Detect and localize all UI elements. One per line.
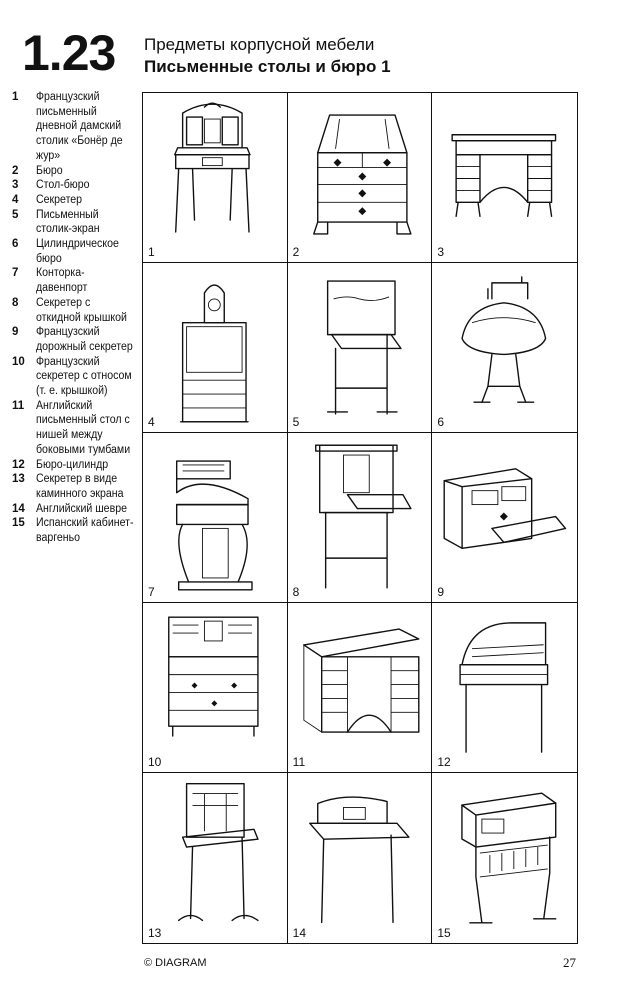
legend-item: 15 Испанский кабинет-варгеньо: [12, 516, 142, 545]
legend-number: 14: [12, 502, 25, 515]
legend-number: 1: [12, 91, 19, 103]
legend-text: Французский дорожный секретер: [36, 326, 133, 353]
legend-number: 9: [12, 326, 19, 339]
legend-item: 7 Конторка-давенпорт: [12, 266, 142, 295]
figure-number: 11: [292, 755, 306, 769]
section-number: 1.23: [22, 25, 116, 81]
grid-cell: 8: [287, 433, 433, 603]
legend-item: 8 Секретер с откидной крышкой: [12, 296, 142, 325]
legend-number: 6: [12, 238, 19, 251]
grid-cell: 14: [288, 773, 433, 943]
section-subtitle: Письменные столы и бюро 1: [144, 57, 391, 76]
legend-text: Цилиндрическое бюро: [36, 238, 119, 265]
legend-item: 4 Секретер: [12, 193, 142, 208]
section-title: Предметы корпусной мебели: [144, 35, 375, 54]
legend-text: Французский письменный дневной дамский с…: [36, 91, 123, 162]
legend-list: 1 Французский письменный дневной дамский …: [12, 90, 142, 546]
grid-cell: 9: [432, 433, 577, 603]
grid-cell: 13: [143, 773, 288, 943]
fire-screen-secretaire-illustration: [177, 783, 259, 922]
legend-text: Секретер с откидной крышкой: [36, 296, 127, 324]
grid-cell: 10: [143, 603, 288, 773]
legend-number: 4: [12, 193, 19, 206]
page-number: 27: [563, 955, 576, 970]
legend-text: Английский письменный стол с нишей между…: [36, 399, 131, 456]
figure-number: 6: [437, 415, 445, 429]
grid-cell: 2: [287, 93, 433, 263]
legend-text: Бюро: [36, 164, 63, 177]
legend-text: Французский секретер с относом (т. е. кр…: [36, 355, 132, 398]
figure-number: 10: [148, 755, 162, 769]
roll-top-bureau-illustration: [459, 622, 549, 753]
screen-writing-desk-illustration: [326, 280, 402, 415]
fall-front-secretaire-illustration: [314, 444, 412, 589]
furniture-illustration-grid: 1 2 3: [142, 92, 578, 944]
legend-item: 2 Бюро: [12, 164, 142, 179]
davenport-illustration: [175, 460, 253, 591]
vargueno-illustration: [461, 792, 557, 924]
legend-number: 11: [12, 399, 25, 412]
pedestal-desk-illustration: [302, 628, 420, 733]
legend-item: 12 Бюро-цилиндр: [12, 458, 142, 473]
legend-text: Бюро-цилиндр: [36, 458, 109, 471]
figure-number: 15: [437, 926, 451, 940]
travelling-secretaire-illustration: [443, 468, 567, 550]
figure-number: 5: [292, 415, 300, 429]
cylinder-bureau-illustration: [461, 276, 547, 403]
legend-item: 14 Английский шевре: [12, 502, 142, 517]
legend-item: 9 Французский дорожный секретер: [12, 325, 142, 354]
legend-number: 7: [12, 267, 19, 280]
legend-number: 2: [12, 164, 19, 177]
figure-number: 9: [437, 585, 445, 599]
legend-number: 15: [12, 517, 25, 530]
figure-number: 13: [148, 926, 162, 940]
legend-item: 1 Французский письменный дневной дамский …: [12, 90, 142, 164]
bonheur-du-jour-illustration: [174, 102, 251, 233]
figure-number: 8: [292, 585, 300, 599]
grid-cell: 7: [143, 433, 288, 603]
legend-item: 3 Стол-бюро: [12, 178, 142, 193]
grid-cell: 11: [287, 603, 433, 773]
figure-number: 3: [437, 245, 445, 259]
french-secretaire-illustration: [168, 616, 259, 737]
grid-cell: 1: [143, 93, 288, 263]
figure-number: 2: [292, 245, 300, 259]
writing-table-illustration: [451, 134, 557, 217]
legend-text: Испанский кабинет-варгеньо: [36, 517, 134, 545]
copyright-footer: © DIAGRAM: [144, 957, 207, 969]
legend-item: 5 Письменный столик-экран: [12, 208, 142, 237]
legend-item: 13 Секретер в виде каминного экрана: [12, 472, 142, 501]
figure-number: 12: [437, 755, 451, 769]
legend-number: 12: [12, 458, 25, 471]
figure-number: 4: [148, 415, 155, 429]
figure-number: 1: [148, 245, 155, 259]
legend-number: 5: [12, 208, 19, 221]
secretaire-illustration: [179, 284, 249, 423]
legend-number: 8: [12, 296, 19, 309]
cheveret-illustration: [308, 796, 410, 924]
grid-cell: 5: [287, 263, 433, 433]
legend-number: 3: [12, 179, 19, 192]
figure-number: 7: [148, 585, 155, 599]
legend-item: 10 Французский секретер с относом (т. е. …: [12, 355, 142, 399]
grid-cell: 4: [143, 263, 288, 433]
legend-text: Стол-бюро: [36, 179, 90, 192]
grid-cell: 12: [432, 603, 577, 773]
legend-number: 10: [12, 355, 25, 368]
legend-number: 13: [12, 473, 25, 486]
grid-cell: 6: [432, 263, 577, 433]
legend-text: Конторка-давенпорт: [36, 267, 88, 295]
legend-text: Письменный столик-экран: [36, 208, 100, 236]
grid-cell: 15: [432, 773, 577, 943]
figure-number: 14: [292, 926, 307, 940]
grid-cell: 3: [432, 93, 577, 263]
legend-item: 11 Английский письменный стол с нишей меж…: [12, 399, 142, 458]
bureau-illustration: [312, 114, 412, 235]
legend-text: Секретер в виде каминного экрана: [36, 473, 124, 500]
legend-text: Секретер: [36, 193, 83, 206]
legend-text: Английский шевре: [36, 502, 127, 515]
legend-item: 6 Цилиндрическое бюро: [12, 237, 142, 266]
